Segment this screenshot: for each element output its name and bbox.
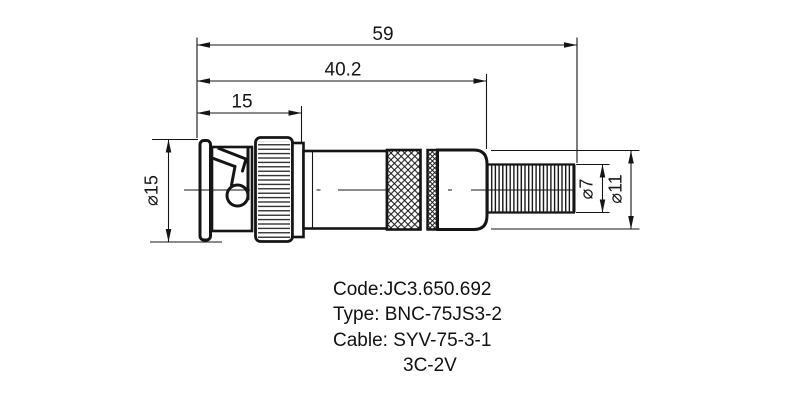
dimension-59: 59	[196, 24, 578, 163]
caption-cable: Cable: SYV-75-3-1	[333, 329, 492, 351]
threaded-ferrule	[487, 163, 576, 214]
caption-type: Type: BNC-75JS3-2	[333, 304, 502, 326]
dimension-15: 15	[197, 92, 303, 142]
knurled-nut	[254, 136, 294, 243]
diamond-knurl	[385, 148, 422, 231]
caption-cable-alt: 3C-2V	[403, 355, 457, 377]
dim-dia15-label: ⌀15	[142, 175, 162, 206]
rear-cap	[436, 148, 489, 231]
dim-59-label: 59	[372, 24, 393, 45]
bayonet-slot	[212, 147, 250, 208]
dim-dia11-label: ⌀11	[606, 174, 626, 204]
dim-15-label: 15	[231, 92, 252, 113]
dimension-dia-15: ⌀15	[142, 138, 222, 243]
caption-code: Code:JC3.650.692	[333, 279, 492, 300]
step-ring	[291, 141, 305, 239]
connector-body	[184, 136, 576, 243]
dimension-40-2: 40.2	[197, 60, 488, 149]
dim-40-2-label: 40.2	[325, 60, 362, 81]
dim-dia7-label: ⌀7	[577, 179, 597, 200]
caption-block: Code:JC3.650.692 Type: BNC-75JS3-2 Cable…	[333, 277, 502, 379]
dimension-dia-7: ⌀7	[576, 163, 610, 214]
dimension-dia-11: ⌀11	[491, 149, 640, 230]
